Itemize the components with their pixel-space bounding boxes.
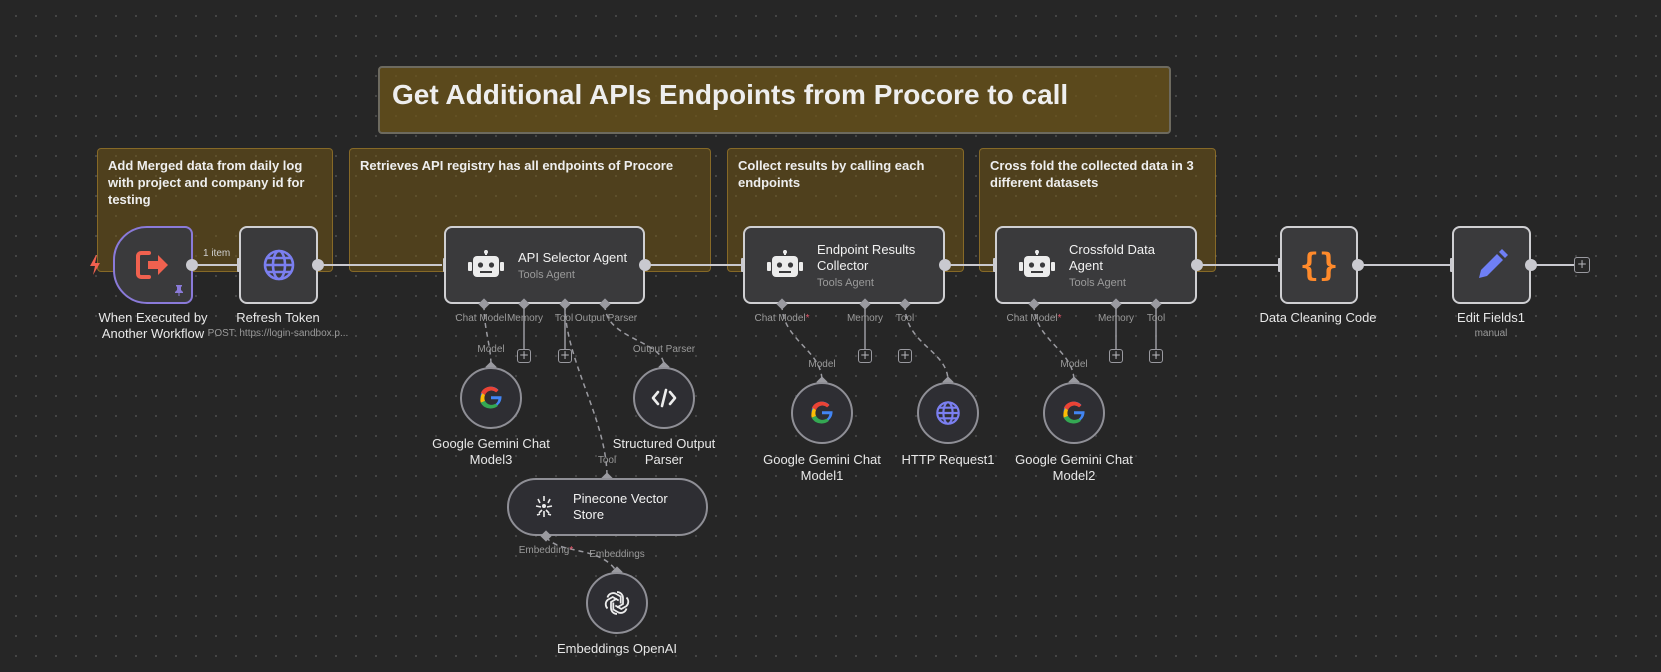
node-crossfold-data-agent[interactable]: Crossfold Data Agent Tools Agent — [995, 226, 1197, 304]
pin-icon — [175, 285, 183, 296]
sticky-title-text: Get Additional APIs Endpoints from Proco… — [392, 79, 1069, 110]
node-google-gemini-chat-model1[interactable] — [791, 382, 853, 444]
sticky-note-api-registry[interactable]: Retrieves API registry has all endpoints… — [349, 148, 711, 272]
node-label-when-executed: When Executed by Another Workflow — [98, 310, 208, 341]
code-tag-icon — [651, 388, 677, 408]
port-label-embedding: Embedding* — [518, 545, 574, 556]
node-pinecone-vector-store[interactable]: Pinecone Vector Store — [507, 478, 708, 536]
sticky-note-text: Retrieves API registry has all endpoints… — [360, 158, 674, 173]
sticky-note-text: Cross fold the collected data in 3 diffe… — [990, 158, 1194, 190]
robot-icon — [767, 250, 803, 277]
port-label-tool: Tool — [895, 313, 915, 324]
sign-out-icon — [136, 251, 168, 279]
pencil-icon — [1478, 249, 1508, 278]
globe-icon — [936, 401, 960, 425]
trigger-output-port[interactable] — [186, 259, 198, 271]
node-title: Endpoint Results Collector — [817, 241, 916, 273]
globe-icon — [263, 249, 294, 281]
items-badge: 1 item — [203, 248, 231, 259]
port-label-model: Model — [808, 359, 836, 370]
port-label-model: Model — [1060, 359, 1088, 370]
node-label-refresh-token: Refresh Token — [236, 310, 320, 325]
sticky-note-text: Add Merged data from daily log with proj… — [108, 158, 305, 207]
add-tool-button[interactable]: + — [898, 348, 912, 363]
port-label-memory: Memory — [1097, 313, 1135, 324]
node-http-request1[interactable] — [917, 382, 979, 444]
port-label-chat-model: Chat Model* — [1006, 313, 1062, 324]
node-label-gemini3: Google Gemini Chat Model3 — [432, 436, 550, 467]
node-sublabel-edit-fields1: manual — [1474, 328, 1508, 339]
edit-output-port[interactable] — [1525, 259, 1537, 271]
node-when-executed[interactable] — [113, 226, 193, 304]
node-edit-fields1[interactable] — [1452, 226, 1531, 304]
port-label-chat-model: Chat Model* — [754, 313, 810, 324]
openai-icon — [604, 591, 630, 615]
node-subtitle: Tools Agent — [1069, 276, 1126, 289]
node-label-gemini1: Google Gemini Chat Model1 — [763, 452, 881, 483]
port-label-tool: Tool — [1146, 313, 1166, 324]
connection-line — [545, 536, 618, 573]
port-label-tool: Tool — [554, 313, 574, 324]
add-tool-button[interactable]: + — [1149, 348, 1163, 363]
node-embeddings-openai[interactable] — [586, 572, 648, 634]
port-label-output-parser-node: Output Parser — [632, 344, 696, 355]
node-title: Pinecone Vector Store — [573, 491, 668, 522]
node-google-gemini-chat-model3[interactable] — [460, 367, 522, 429]
robot-icon — [1019, 250, 1055, 277]
sticky-title[interactable]: Get Additional APIs Endpoints from Proco… — [378, 66, 1171, 134]
port-label-tool-pinecone: Tool — [597, 455, 617, 466]
google-icon — [1063, 401, 1085, 424]
node-sublabel-refresh-token: POST: https://login-sandbox.p... — [207, 328, 349, 339]
node-structured-output-parser[interactable] — [633, 367, 695, 429]
pinecone-icon — [535, 496, 553, 517]
refresh-output-port[interactable] — [312, 259, 324, 271]
node-text-api-selector: API Selector Agent Tools Agent — [518, 250, 627, 281]
node-text-endpoint: Endpoint Results Collector Tools Agent — [817, 242, 937, 289]
bolt-icon — [90, 255, 100, 275]
node-data-cleaning-code[interactable]: {} — [1280, 226, 1358, 304]
node-label-structured-parser: Structured Output Parser — [612, 436, 716, 467]
node-title: Crossfold Data Agent — [1069, 241, 1155, 273]
endpoint-output-port[interactable] — [939, 259, 951, 271]
connection-line — [604, 304, 665, 367]
node-endpoint-results-collector[interactable]: Endpoint Results Collector Tools Agent — [743, 226, 945, 304]
port-label-memory: Memory — [846, 313, 884, 324]
robot-icon — [468, 250, 504, 277]
node-text-crossfold: Crossfold Data Agent Tools Agent — [1069, 242, 1169, 289]
crossfold-output-port[interactable] — [1191, 259, 1203, 271]
google-icon — [480, 386, 502, 409]
add-memory-button[interactable]: + — [1109, 348, 1123, 363]
connection-line — [904, 304, 949, 382]
cleaning-output-port[interactable] — [1352, 259, 1364, 271]
node-title: API Selector Agent — [518, 249, 628, 265]
node-refresh-token[interactable] — [239, 226, 318, 304]
port-label-output-parser: Output Parser — [574, 313, 638, 324]
add-tool-button[interactable]: + — [558, 348, 572, 363]
add-memory-button[interactable]: + — [858, 348, 872, 363]
sticky-note-text: Collect results by calling each endpoint… — [738, 158, 925, 190]
node-label-data-cleaning: Data Cleaning Code — [1259, 310, 1377, 325]
braces-icon: {} — [1299, 246, 1339, 284]
node-subtitle: Tools Agent — [817, 276, 874, 289]
connection-line — [483, 304, 492, 367]
port-label-chat-model: Chat Model — [455, 313, 507, 324]
connection-line — [1033, 304, 1075, 382]
node-label-gemini2: Google Gemini Chat Model2 — [1015, 452, 1133, 483]
connection-line — [564, 304, 608, 478]
node-label-http-request1: HTTP Request1 — [901, 452, 995, 467]
node-label-edit-fields1: Edit Fields1 — [1457, 310, 1525, 325]
port-label-memory: Memory — [506, 313, 544, 324]
google-icon — [811, 401, 833, 424]
api-selector-output-port[interactable] — [639, 259, 651, 271]
add-node-button[interactable]: + — [1574, 257, 1590, 273]
port-label-embeddings: Embeddings — [589, 549, 645, 560]
connection-line — [781, 304, 823, 382]
node-label-embeddings-openai: Embeddings OpenAI — [557, 641, 677, 656]
node-subtitle: Tools Agent — [518, 268, 575, 281]
port-label-model: Model — [477, 344, 505, 355]
node-api-selector-agent[interactable]: API Selector Agent Tools Agent — [444, 226, 645, 304]
node-google-gemini-chat-model2[interactable] — [1043, 382, 1105, 444]
add-memory-button[interactable]: + — [517, 348, 531, 363]
